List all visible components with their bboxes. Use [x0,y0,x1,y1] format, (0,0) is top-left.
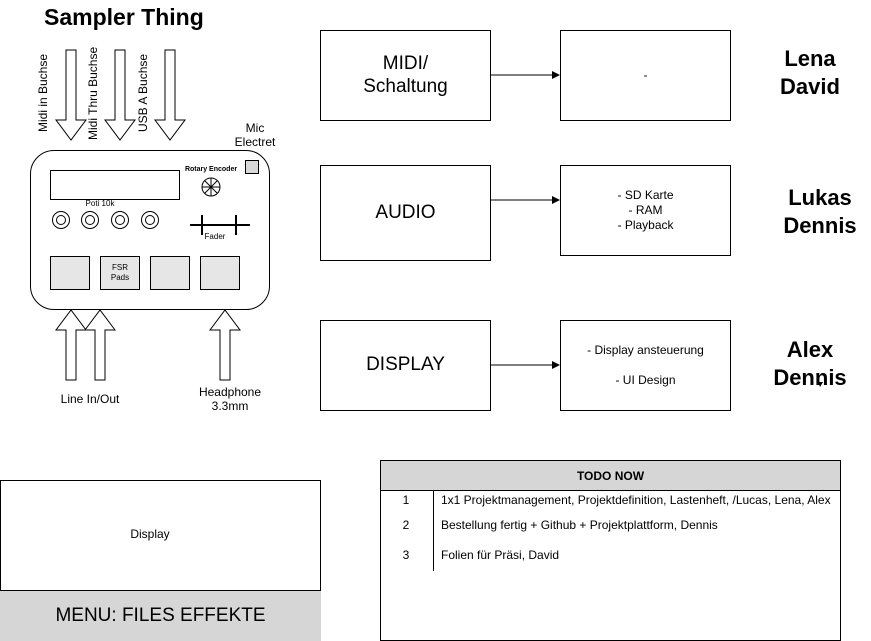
todo-row-text: Bestellung fertig + Github + Projektplat… [441,518,718,532]
todo-row-text: Folien für Präsi, David [441,548,560,562]
fsr-label: FSR Pads [110,263,130,282]
headphone-arrow [209,309,241,381]
block-display: DISPLAY [320,320,491,411]
todo-table: TODO NOW 1 1x1 Projektmanagement, Projek… [380,460,841,641]
rotary-label: Rotary Encoder [184,166,238,173]
team-audio: Lukas Dennis [783,185,857,238]
fader-label: Fader [204,232,226,241]
line-in-out-label: Line In/Out [60,392,120,406]
team-midi: Lena David [780,46,840,99]
todo-divider [433,491,434,571]
usb-label: USB A Buchse [136,53,150,132]
todo-row-num: 2 [402,518,410,532]
team-display: Alex Dennis [773,337,847,390]
display-label: Display [130,527,170,541]
todo-header: TODO NOW [381,461,840,491]
fsr-pad-1 [50,256,90,290]
poti-knob-4 [141,211,159,229]
fsr-pad-3 [150,256,190,290]
device-screen [50,170,180,200]
poti-knob-1 [52,211,70,229]
poti-knob-2 [81,211,99,229]
detail-midi: - [560,30,731,121]
mic-square [245,160,259,174]
midi-thru-arrow [104,49,136,141]
line-in-arrow [55,309,87,381]
fader-icon [190,215,250,235]
midi-thru-label: Midi Thru Buchse [86,46,100,140]
headphone-label: Headphone 3.3mm [198,385,262,414]
detail-audio: - SD Karte - RAM - Playback [560,165,731,256]
mic-label: Mic Electret [234,121,276,150]
usb-arrow [154,49,186,141]
cursor-icon [818,382,823,387]
block-audio: AUDIO [320,165,491,261]
block-midi: MIDI/ Schaltung [320,30,491,121]
todo-row-text: 1x1 Projektmanagement, Projektdefinition… [441,493,831,507]
page-title: Sampler Thing [44,4,204,30]
fsr-pad-4 [200,256,240,290]
midi-in-arrow [55,49,87,141]
rotary-encoder-icon [201,177,221,197]
midi-in-label: Midi in Buchse [36,53,50,132]
poti-label: Poti 10k [85,199,115,208]
line-out-arrow [84,309,116,381]
todo-row-num: 1 [402,493,410,507]
detail-display: - Display ansteuerung - UI Design [560,320,731,411]
menu-bar[interactable]: MENU: FILES EFFEKTE [0,590,321,641]
todo-row-num: 3 [402,548,410,562]
poti-knob-3 [111,211,129,229]
fsr-pad-2: FSR Pads [100,256,140,290]
